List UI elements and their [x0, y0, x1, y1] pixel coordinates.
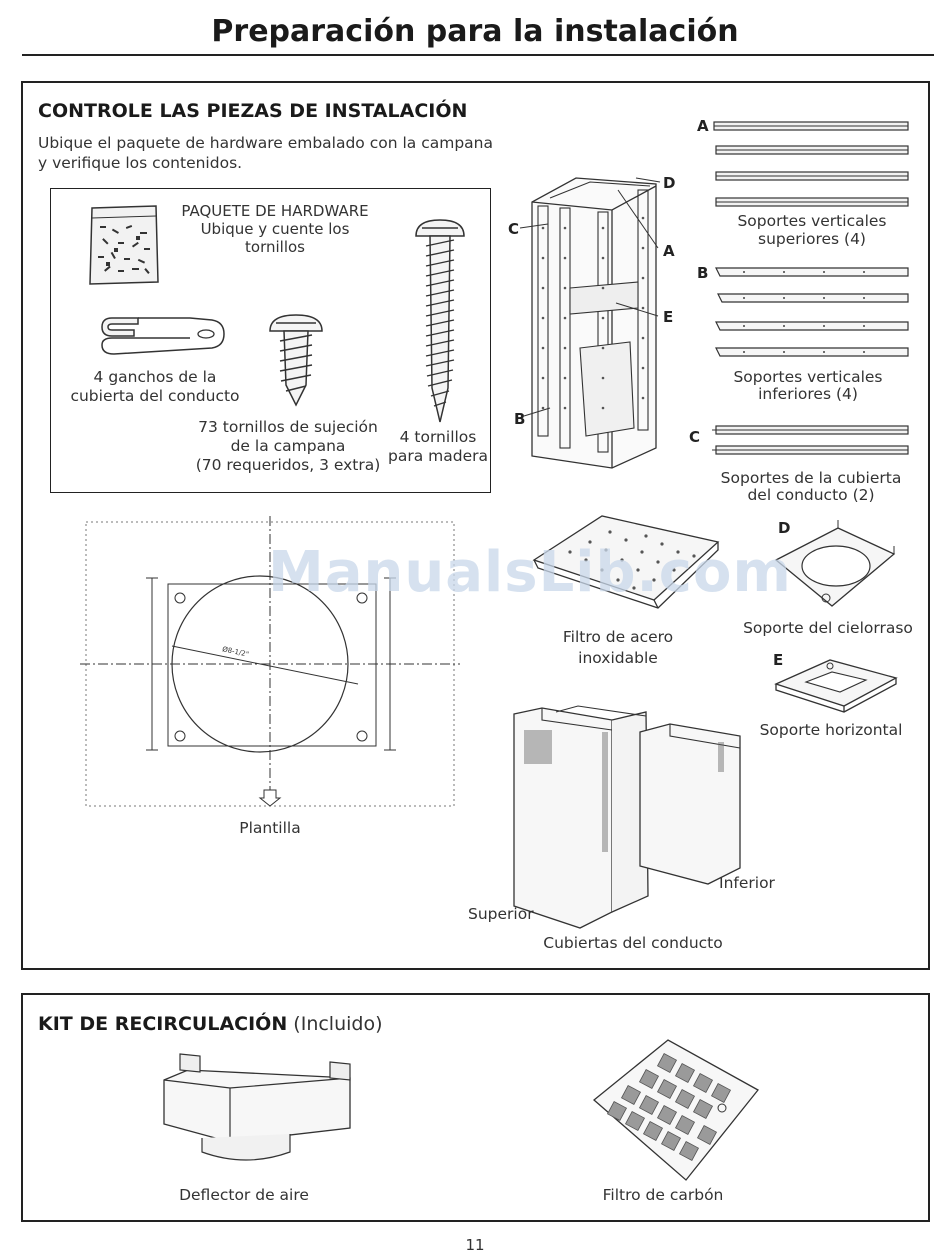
bracket-b-letter: B [697, 264, 709, 282]
deflector-label: Deflector de aire [179, 1186, 309, 1204]
wood-screws-line2: para madera [388, 447, 488, 465]
bracket-c-letter: C [689, 428, 701, 446]
ceiling-letter: D [778, 519, 791, 537]
screws-line2: de la campana [230, 437, 346, 455]
watermark: ManualsLib.com [268, 540, 792, 605]
horizontal-label: Soporte horizontal [759, 721, 903, 739]
page-number: 11 [465, 1236, 485, 1254]
bracket-a-letter: A [697, 117, 709, 135]
bracket-b-line1: Soportes verticales [733, 368, 883, 386]
wood-screw-icon [415, 219, 465, 423]
screws-line1: 73 tornillos de sujeción [198, 418, 378, 436]
duct-hook-icon [101, 317, 225, 355]
screws-line3: (70 requeridos, 3 extra) [195, 456, 381, 474]
assembly-callout-a: A [663, 242, 675, 260]
template-label: Plantilla [239, 819, 301, 837]
bracket-a-line2: superiores (4) [758, 230, 866, 248]
assembly-callout-e: E [663, 308, 674, 326]
carbon-filter-drawing [592, 1039, 759, 1181]
assembly-callout-b: B [514, 410, 526, 428]
duct-upper-label: Superior [468, 905, 534, 923]
hooks-line2: cubierta del conducto [70, 387, 240, 405]
horizontal-bracket-drawing [774, 659, 898, 713]
assembly-callout-d: D [663, 174, 676, 192]
carbon-label: Filtro de carbón [602, 1186, 724, 1204]
title-rule [22, 54, 934, 56]
hardware-bag-icon [89, 205, 159, 285]
hardware-label-line2: Ubique y cuente los [200, 220, 350, 238]
bracket-a-line1: Soportes verticales [737, 212, 887, 230]
filter-line1: Filtro de acero [562, 628, 674, 646]
duct-lower-label: Inferior [719, 874, 775, 892]
hooks-line1: 4 ganchos de la [93, 368, 217, 386]
hardware-label-line1: PAQUETE DE HARDWARE [181, 202, 369, 220]
ceiling-label: Soporte del cielorraso [743, 619, 913, 637]
kit-heading-note: (Incluido) [293, 1013, 383, 1035]
template-drawing [80, 516, 460, 807]
page-title: Preparación para la instalación [211, 14, 739, 49]
kit-section [21, 993, 930, 1222]
assembly-callout-c: C [508, 220, 520, 238]
ceiling-bracket-drawing [774, 520, 896, 607]
hardware-box [50, 188, 491, 493]
duct-covers-drawing [513, 705, 741, 929]
horizontal-letter: E [773, 651, 784, 669]
filter-line2: inoxidable [578, 649, 658, 667]
kit-heading: KIT DE RECIRCULACIÓN [38, 1013, 288, 1035]
upper-vertical-brackets-drawing [713, 121, 909, 207]
hood-screw-icon [269, 314, 323, 407]
parts-section [21, 81, 930, 970]
air-deflector-drawing [163, 1053, 351, 1161]
frame-assembly-drawing [519, 177, 661, 469]
parts-intro-line1: Ubique el paquete de hardware embalado c… [38, 134, 493, 152]
wood-screws-line1: 4 tornillos [399, 428, 477, 446]
bracket-c-line2: del conducto (2) [747, 486, 875, 504]
bracket-c-line1: Soportes de la cubierta [720, 469, 902, 487]
lower-vertical-brackets-drawing [715, 267, 909, 357]
duct-caption: Cubiertas del conducto [543, 934, 723, 952]
stainless-filter-drawing [532, 515, 720, 609]
parts-intro-line2: y verifique los contenidos. [38, 154, 243, 172]
hardware-label-line3: tornillos [245, 238, 305, 256]
bracket-b-line2: inferiores (4) [758, 385, 858, 403]
parts-heading: CONTROLE LAS PIEZAS DE INSTALACIÓN [38, 100, 468, 122]
duct-cover-brackets-drawing [712, 425, 909, 455]
kit-heading-row: KIT DE RECIRCULACIÓN (Incluido) [38, 1013, 383, 1035]
